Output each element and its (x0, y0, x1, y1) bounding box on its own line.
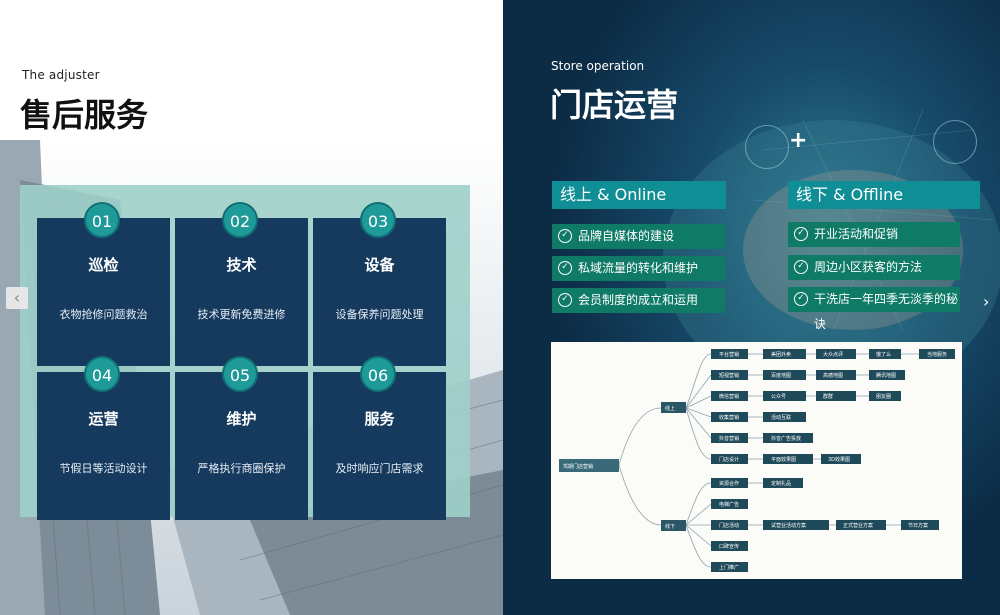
check-icon: ✓ (558, 229, 572, 243)
card-description: 及时响应门店需求 (335, 462, 424, 475)
offline-item-label: 开业活动和促销 (814, 227, 899, 241)
section-tag: Store operation (551, 59, 645, 73)
card-description: 严格执行商圈保护 (197, 462, 286, 475)
mind-node: 门店活动 (719, 522, 739, 529)
offline-item: ✓ 周边小区获客的方法 (788, 255, 960, 280)
mind-node: 百度地图 (771, 372, 791, 379)
mind-node: 试营业活动方案 (771, 522, 806, 529)
plus-icon: + (789, 128, 808, 153)
after-sales-panel: The adjuster 售后服务 01 巡检 衣物抢修问题救治 02 技术 技… (0, 68, 503, 615)
mind-node: 高德地图 (823, 372, 843, 379)
mind-node: 门店设计 (719, 456, 739, 463)
mind-node: 朋友圈 (876, 393, 891, 400)
offline-item-label: 周边小区获客的方法 (814, 260, 923, 274)
online-item-label: 私域流量的转化和维护 (578, 261, 699, 275)
online-item: ✓ 会员制度的成立和运用 (552, 288, 725, 313)
check-icon: ✓ (794, 260, 808, 274)
mind-node: 微信营销 (719, 393, 739, 400)
card-number-badge: 04 (84, 356, 120, 392)
mind-node: 平台营销 (719, 351, 739, 358)
mind-node: 收集营销 (719, 414, 739, 421)
mind-node: 美团外卖 (771, 351, 791, 358)
card-title: 设备 (364, 256, 395, 274)
mind-node: 平面效果图 (771, 456, 796, 463)
mind-node: 抖音营销 (719, 435, 739, 442)
card-description: 技术更新免费进修 (197, 308, 286, 321)
card-technology: 02 技术 技术更新免费进修 (175, 202, 308, 366)
mind-node: 正式营业方案 (843, 522, 873, 529)
person-icon (745, 125, 789, 169)
mind-map-diagram: 驾期门店营销 线上 线下 平台营销 短视营销 微信营销 收集营销 抖音营销 门店… (559, 349, 955, 572)
card-title: 服务 (364, 410, 395, 428)
mind-node: 资源合作 (719, 480, 739, 487)
mind-node: 上门推广 (719, 564, 739, 571)
mind-node: 公众号 (771, 394, 786, 400)
next-slide-button[interactable]: › (983, 292, 990, 311)
card-number-badge: 05 (222, 356, 258, 392)
online-heading: 线上 & Online (552, 181, 726, 209)
card-maintenance: 05 维护 严格执行商圈保护 (175, 356, 308, 520)
card-operation: 04 运营 节假日等活动设计 (37, 356, 170, 520)
mind-node: 电梯广告 (719, 501, 739, 508)
check-icon: ✓ (794, 292, 808, 306)
card-description: 节假日等活动设计 (59, 462, 148, 475)
card-equipment: 03 设备 设备保养问题处理 (313, 202, 446, 366)
mind-branch-offline: 线下 (665, 523, 675, 530)
mind-node: 3D效果图 (828, 456, 850, 463)
mind-node: 腾讯地图 (876, 372, 896, 379)
card-number-badge: 03 (360, 202, 396, 238)
card-number-badge: 06 (360, 356, 396, 392)
mind-branch-online: 线上 (665, 405, 675, 412)
online-item-label: 会员制度的成立和运用 (578, 293, 699, 307)
offline-heading: 线下 & Offline (788, 181, 980, 209)
offline-item: ✓ 干洗店一年四季无淡季的秘诀 (788, 287, 960, 331)
card-number-badge: 01 (84, 202, 120, 238)
mind-map: 驾期门店营销 线上 线下 平台营销 短视营销 微信营销 收集营销 抖音营销 门店… (551, 342, 962, 579)
online-item: ✓ 品牌自媒体的建设 (552, 224, 725, 249)
store-operation-panel: Store operation 门店运营 + 线上 & Online 线下 & … (503, 0, 1000, 615)
card-inspection: 01 巡检 衣物抢修问题救治 (37, 202, 170, 366)
mind-node: 短视营销 (719, 372, 739, 379)
mind-node: 大众点评 (823, 351, 843, 358)
mind-node: 饿了么 (876, 351, 891, 358)
mind-node: 节日方案 (908, 522, 928, 529)
offline-item-label: 干洗店一年四季无淡季的秘诀 (814, 292, 959, 331)
mind-node: 当地服务 (927, 351, 947, 358)
online-item: ✓ 私域流量的转化和维护 (552, 256, 725, 281)
mind-node: 活动互联 (771, 414, 791, 421)
card-description: 设备保养问题处理 (335, 308, 424, 321)
card-title: 技术 (226, 256, 257, 274)
page-title: 售后服务 (20, 96, 149, 134)
card-service: 06 服务 及时响应门店需求 (313, 356, 446, 520)
mind-node: 抖音广告投放 (771, 435, 801, 442)
check-icon: ✓ (794, 227, 808, 241)
prev-slide-button[interactable]: ‹ (6, 287, 28, 309)
check-icon: ✓ (558, 261, 572, 275)
mind-node: 定制礼品 (771, 480, 791, 487)
card-description: 衣物抢修问题救治 (59, 308, 148, 321)
offline-item: ✓ 开业活动和促销 (788, 222, 960, 247)
mind-root: 驾期门店营销 (563, 463, 593, 470)
check-icon: ✓ (558, 293, 572, 307)
page-title: 门店运营 (550, 86, 679, 124)
mind-node: 群群 (823, 393, 833, 400)
card-title: 维护 (226, 410, 257, 428)
online-item-label: 品牌自媒体的建设 (578, 229, 675, 243)
card-number-badge: 02 (222, 202, 258, 238)
card-title: 巡检 (88, 256, 119, 274)
mind-node: 口碑宣传 (719, 543, 739, 550)
card-title: 运营 (88, 410, 119, 428)
person-icon (933, 120, 977, 164)
section-tag: The adjuster (22, 68, 100, 82)
